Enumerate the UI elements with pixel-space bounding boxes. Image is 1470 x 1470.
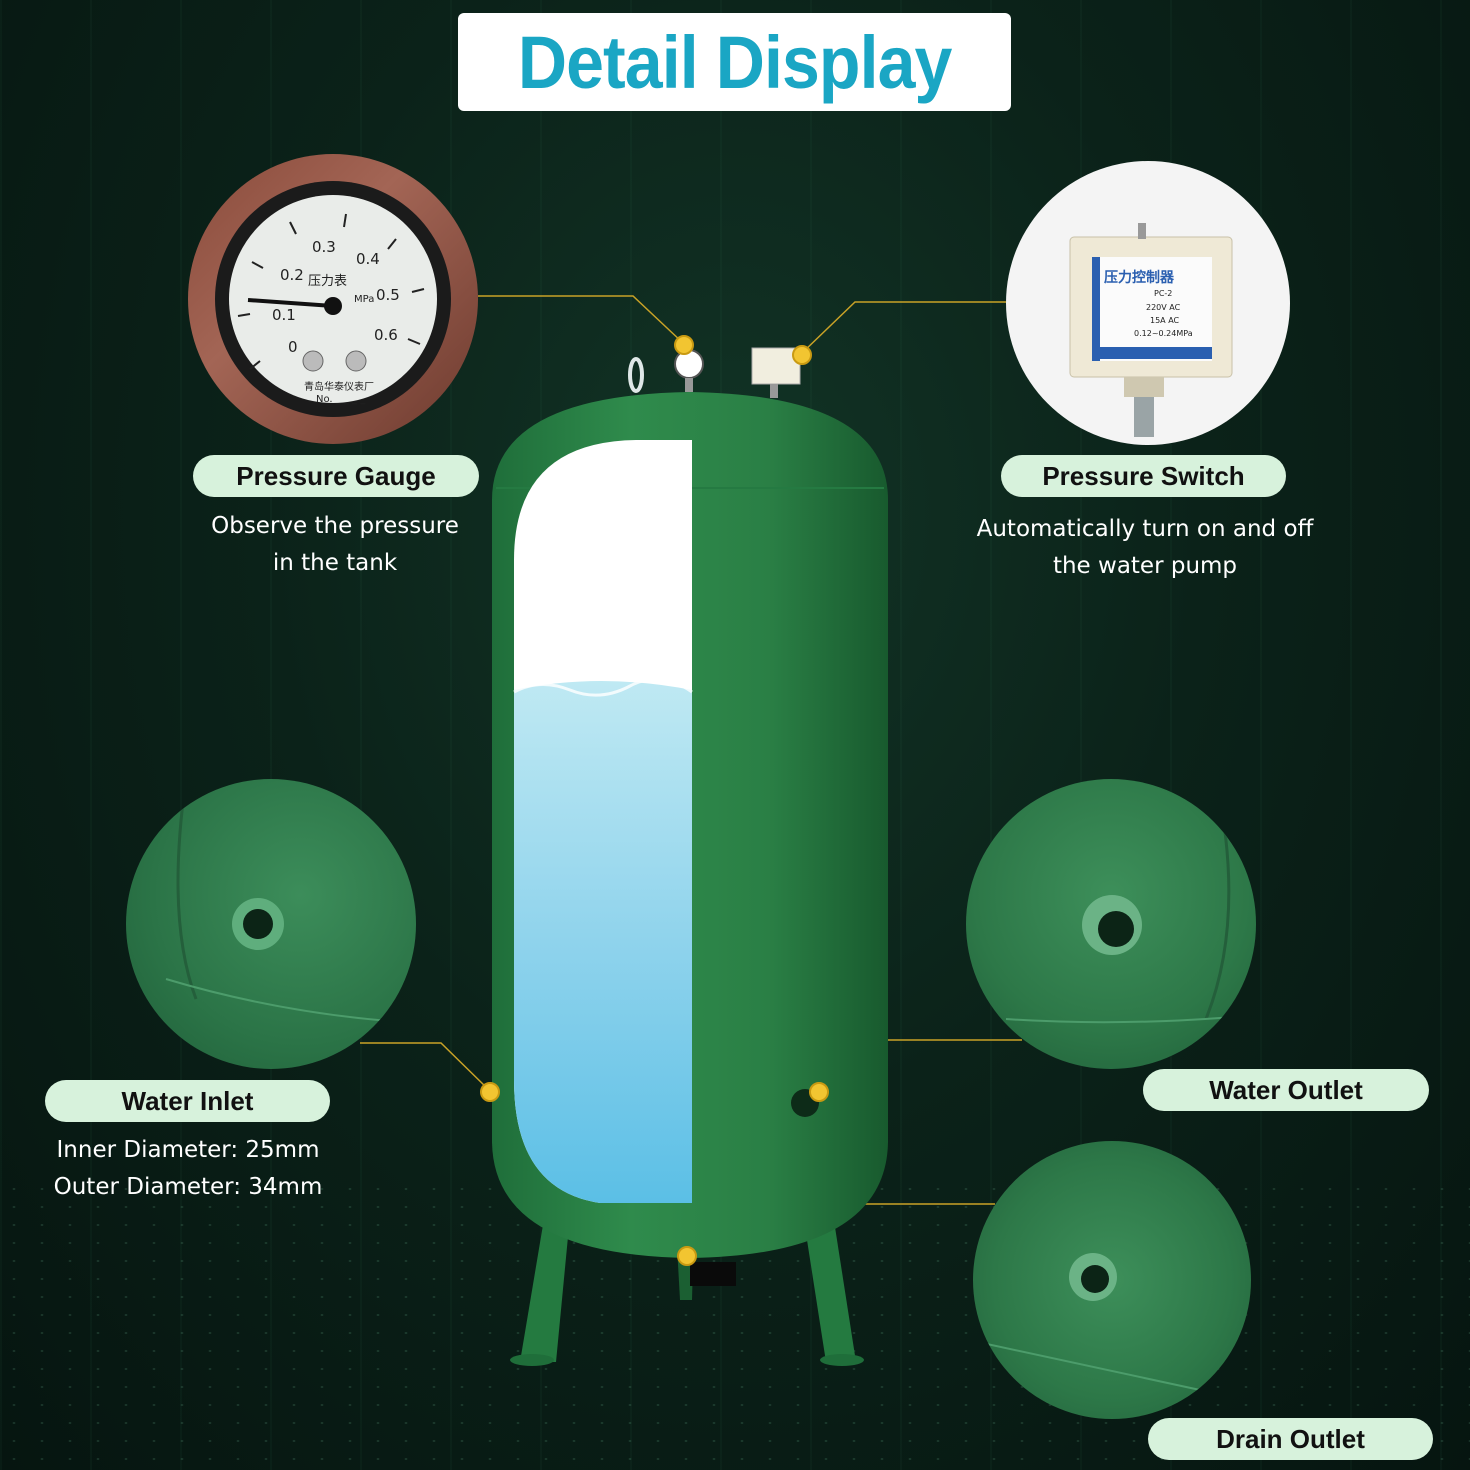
- switch-label-row: PC-2: [1154, 289, 1173, 298]
- pressure-switch-desc-line: the water pump: [1052, 553, 1238, 579]
- marker-gauge: [674, 335, 694, 355]
- leader-switch: [800, 301, 1006, 355]
- switch-label-row: 0.12~0.24MPa: [1134, 329, 1193, 338]
- pressure-gauge-label: Pressure Gauge: [193, 455, 479, 497]
- title-banner: Detail Display: [458, 13, 1011, 111]
- leader-gauge: [478, 295, 684, 344]
- marker-drain: [677, 1246, 697, 1266]
- gauge-icon: [215, 181, 451, 417]
- page-title: Detail Display: [517, 20, 953, 104]
- gauge-unit: MPa: [354, 294, 375, 305]
- inner-diameter: Inner Diameter: 25mm: [56, 1137, 320, 1163]
- water-inlet-photo: [126, 779, 416, 1069]
- drain-outlet-label: Drain Outlet: [1148, 1418, 1433, 1460]
- pressure-gauge-desc-line: in the tank: [272, 550, 398, 576]
- inlet-hole-icon: [165, 779, 416, 1024]
- gauge-tick-2: 0.2: [280, 266, 304, 284]
- gauge-tick-4: 0.4: [356, 250, 380, 268]
- marker-outlet: [809, 1082, 829, 1102]
- gauge-name: 压力表: [308, 274, 348, 289]
- marker-inlet: [480, 1082, 500, 1102]
- switch-icon: [1069, 223, 1233, 437]
- switch-label-row: 15A AC: [1150, 316, 1180, 325]
- switch-label-row: 220V AC: [1146, 303, 1181, 312]
- water-outlet-photo: [966, 779, 1256, 1069]
- pressure-gauge-description: Observe the pressure in the tank: [180, 508, 490, 582]
- switch-label-name: 压力控制器: [1104, 270, 1174, 286]
- pressure-switch-description: Automatically turn on and off the water …: [960, 511, 1330, 585]
- outlet-hole-icon: [1005, 779, 1256, 1024]
- pressure-gauge-desc-line: Observe the pressure: [211, 513, 459, 539]
- drain-hole-icon: [973, 1253, 1251, 1402]
- pressure-switch-desc-line: Automatically turn on and off: [976, 516, 1314, 542]
- drain-outlet-photo: [973, 1141, 1251, 1419]
- gauge-tick-1: 0.1: [272, 306, 296, 324]
- outer-diameter: Outer Diameter: 34mm: [53, 1174, 323, 1200]
- water-inlet-description: Inner Diameter: 25mm Outer Diameter: 34m…: [40, 1132, 336, 1206]
- pressure-switch-photo: 压力控制器 PC-2 220V AC 15A AC 0.12~0.24MPa: [1006, 161, 1290, 445]
- gauge-number: No. _ _ _ _: [316, 394, 366, 405]
- pressure-gauge-photo: 0 0.1 0.2 0.3 0.4 0.5 0.6 压力表 MPa 青岛华泰仪表…: [188, 154, 478, 444]
- marker-switch: [792, 345, 812, 365]
- gauge-tick-3: 0.3: [312, 238, 336, 256]
- leader-inlet: [360, 1042, 490, 1091]
- water-outlet-label: Water Outlet: [1143, 1069, 1429, 1111]
- gauge-tick-6: 0.6: [374, 326, 398, 344]
- gauge-tick-5: 0.5: [376, 286, 400, 304]
- gauge-tick-0: 0: [288, 338, 298, 356]
- gauge-maker: 青岛华泰仪表厂: [304, 382, 374, 393]
- pressure-switch-label: Pressure Switch: [1001, 455, 1286, 497]
- water-inlet-label: Water Inlet: [45, 1080, 330, 1122]
